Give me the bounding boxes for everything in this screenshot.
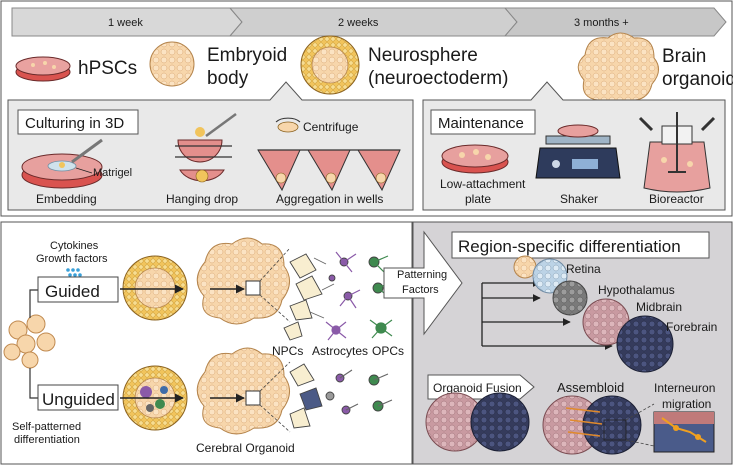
stage-brain-line1: Brain <box>662 46 706 67</box>
guided-label: Guided <box>45 282 100 301</box>
aggregation-wells-icon <box>257 149 401 192</box>
hpscs-dish-icon <box>15 56 71 82</box>
shaker-label: Shaker <box>560 192 598 206</box>
timeline-3-months: 3 months + <box>574 17 629 29</box>
retina-label: Retina <box>566 262 601 276</box>
retina-organoid-icon <box>532 258 568 294</box>
timeline-2-weeks: 2 weeks <box>338 17 379 29</box>
stage-hpscs: hPSCs <box>78 58 137 79</box>
self-patterned-line2: differentiation <box>14 434 80 446</box>
hanging-drop-label: Hanging drop <box>166 192 238 206</box>
cerebral-organoid-icon <box>196 347 290 435</box>
opc-icon <box>369 319 393 339</box>
hypothalamus-organoid-icon <box>552 280 588 316</box>
cytokines-label: Cytokines <box>50 240 99 252</box>
shaker-icon <box>535 124 621 179</box>
region-title: Region-specific differentiation <box>458 237 681 256</box>
self-patterned-line1: Self-patterned <box>12 421 81 433</box>
growth-factors-label: Growth factors <box>36 253 108 265</box>
embryoid-body-icon <box>149 41 195 87</box>
low-attachment-plate-icon <box>441 144 509 174</box>
bioreactor-icon <box>638 112 716 193</box>
embedding-dish-icon <box>21 138 103 189</box>
bioreactor-label: Bioreactor <box>649 192 704 206</box>
npc-icon <box>283 321 303 341</box>
stage-brain-line2: organoid <box>662 69 733 90</box>
neurosphere-icon <box>300 35 360 95</box>
hanging-drop-icon <box>175 112 237 183</box>
hypothalamus-label: Hypothalamus <box>598 283 675 297</box>
mixed-cells-cluster-icon <box>289 363 393 429</box>
branch-connector <box>29 289 38 399</box>
unguided-label: Unguided <box>42 390 115 409</box>
low-attachment-line2: plate <box>465 192 491 206</box>
matrigel-label: Matrigel <box>93 167 132 179</box>
guided-neurosphere-icon <box>122 255 188 321</box>
stage-embryoid-line2: body <box>207 68 249 89</box>
cerebral-organoid-label: Cerebral Organoid <box>196 441 295 455</box>
assembloid-label: Assembloid <box>557 380 624 395</box>
patterning-line1: Patterning <box>397 269 447 281</box>
fusion-navy-organoid-icon <box>470 392 530 452</box>
forebrain-label: Forebrain <box>666 320 717 334</box>
brain-organoid-icon <box>577 32 659 106</box>
opcs-label: OPCs <box>372 344 404 358</box>
stage-neuro-line2: (neuroectoderm) <box>368 68 508 89</box>
astrocyte-icon <box>325 321 347 341</box>
low-attachment-line1: Low-attachment <box>440 177 526 191</box>
stage-embryoid-line1: Embryoid <box>207 45 287 66</box>
centrifuge-label: Centrifuge <box>303 120 359 134</box>
interneuron-migration-inset-icon <box>653 411 715 453</box>
neural-cells-cluster-icon <box>289 251 393 321</box>
maintenance-title: Maintenance <box>438 115 524 132</box>
patterning-line2: Factors <box>402 284 439 296</box>
timeline-1-week: 1 week <box>108 17 143 29</box>
growth-factor-dots-icon <box>66 268 82 277</box>
interneuron-line1: Interneuron <box>654 381 715 395</box>
organoid-fusion-label: Organoid Fusion <box>433 381 522 395</box>
stem-cells-cluster-icon <box>3 314 56 369</box>
stage-neuro-line1: Neurosphere <box>368 45 478 66</box>
midbrain-label: Midbrain <box>636 300 682 314</box>
aggregation-label: Aggregation in wells <box>276 192 383 206</box>
guided-organoid-icon <box>196 237 290 325</box>
patterning-factors-arrow <box>383 230 463 336</box>
embedding-label: Embedding <box>36 192 97 206</box>
npcs-label: NPCs <box>272 344 303 358</box>
culturing-title: Culturing in 3D <box>25 115 124 132</box>
astrocytes-label: Astrocytes <box>312 344 368 358</box>
assembloid-icon <box>542 395 642 455</box>
region-branch-arrows <box>481 279 613 350</box>
centrifuge-icon <box>275 117 301 133</box>
interneuron-line2: migration <box>662 397 711 411</box>
forebrain-organoid-icon <box>616 315 674 373</box>
timeline-arrow: 1 week 2 weeks 3 months + <box>11 7 727 37</box>
